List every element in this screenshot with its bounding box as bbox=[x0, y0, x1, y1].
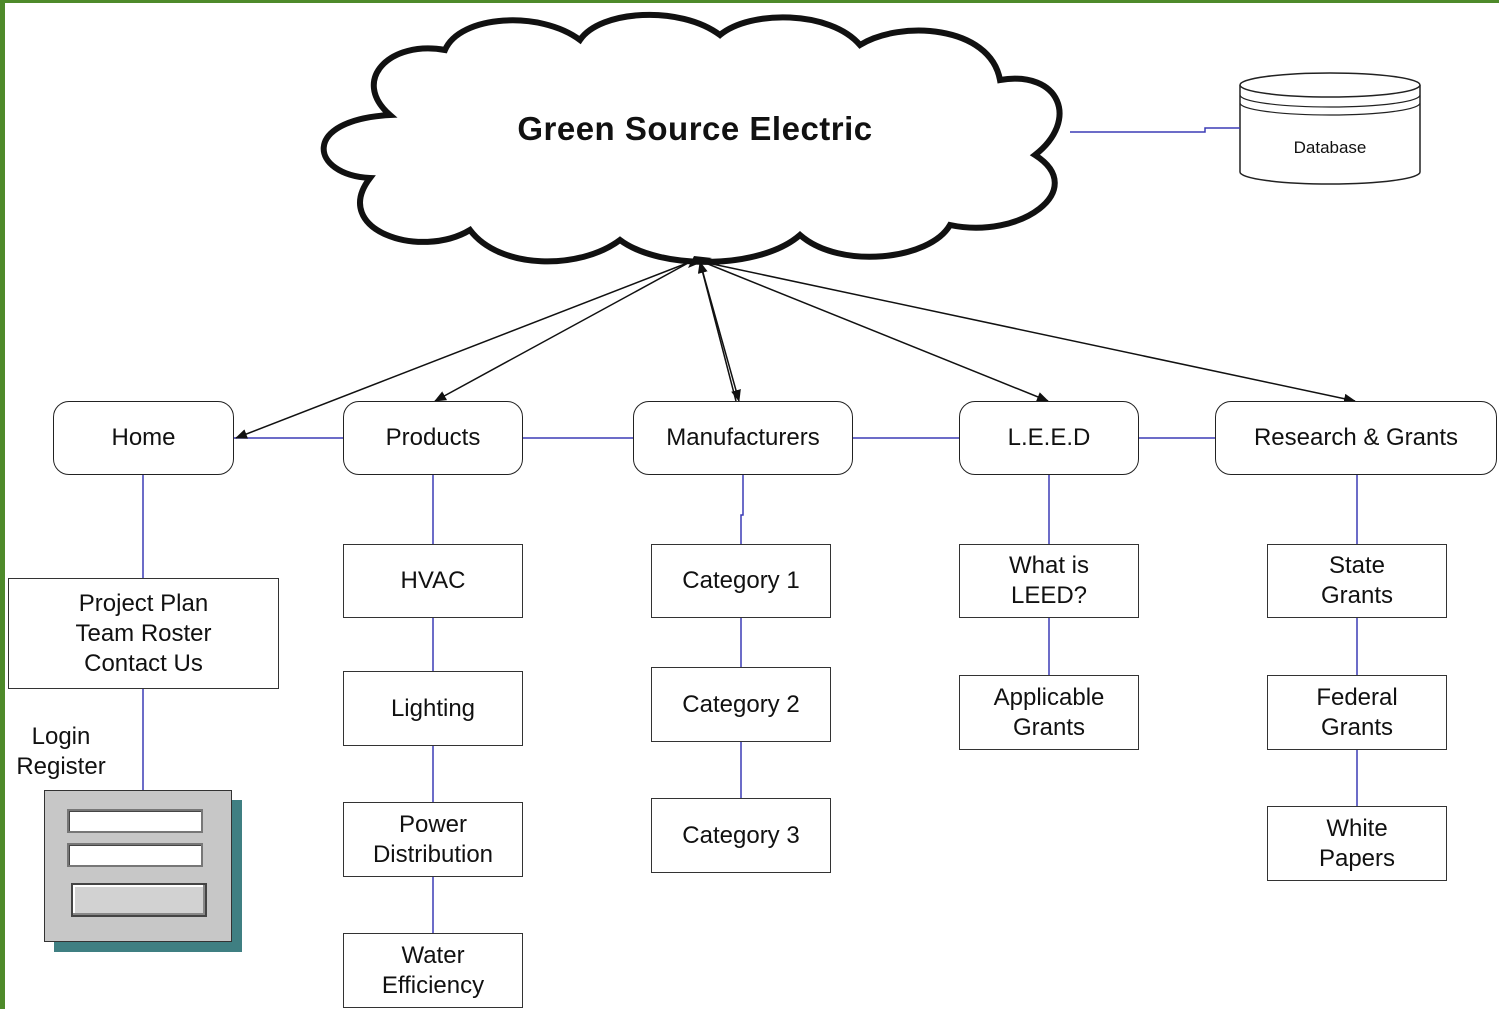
connector-lines bbox=[142, 127, 1358, 933]
nav-leed[interactable]: L.E.E.D bbox=[959, 401, 1139, 475]
manufacturer-category-3[interactable]: Category 3 bbox=[651, 798, 831, 873]
research-white-papers[interactable]: White Papers bbox=[1267, 806, 1447, 881]
leed-applicable-grants[interactable]: Applicable Grants bbox=[959, 675, 1139, 750]
manufacturer-category-1[interactable]: Category 1 bbox=[651, 544, 831, 618]
login-form-icon[interactable] bbox=[44, 790, 232, 942]
nav-home[interactable]: Home bbox=[53, 401, 234, 475]
nav-manufacturers[interactable]: Manufacturers bbox=[633, 401, 853, 475]
password-field[interactable] bbox=[67, 843, 203, 867]
product-water-efficiency[interactable]: Water Efficiency bbox=[343, 933, 523, 1008]
site-title: Green Source Electric bbox=[517, 110, 873, 147]
login-register-label: Login Register bbox=[16, 723, 106, 780]
database-cylinder-icon bbox=[1239, 72, 1421, 185]
login-button[interactable] bbox=[71, 883, 207, 917]
research-federal-grants[interactable]: Federal Grants bbox=[1267, 675, 1447, 750]
username-field[interactable] bbox=[67, 809, 203, 833]
nav-products[interactable]: Products bbox=[343, 401, 523, 475]
product-power-distribution[interactable]: Power Distribution bbox=[343, 802, 523, 877]
product-lighting[interactable]: Lighting bbox=[343, 671, 523, 746]
nav-research-grants[interactable]: Research & Grants bbox=[1215, 401, 1497, 475]
navigation-arrows bbox=[235, 261, 1356, 439]
cloud-shape bbox=[320, 11, 1063, 265]
research-state-grants[interactable]: State Grants bbox=[1267, 544, 1447, 618]
manufacturer-category-2[interactable]: Category 2 bbox=[651, 667, 831, 742]
arrow-junction-icon bbox=[688, 256, 712, 268]
database-label: Database bbox=[1293, 138, 1367, 157]
leed-what-is-leed[interactable]: What is LEED? bbox=[959, 544, 1139, 618]
home-pages-box[interactable]: Project Plan Team Roster Contact Us bbox=[8, 578, 279, 689]
product-hvac[interactable]: HVAC bbox=[343, 544, 523, 618]
